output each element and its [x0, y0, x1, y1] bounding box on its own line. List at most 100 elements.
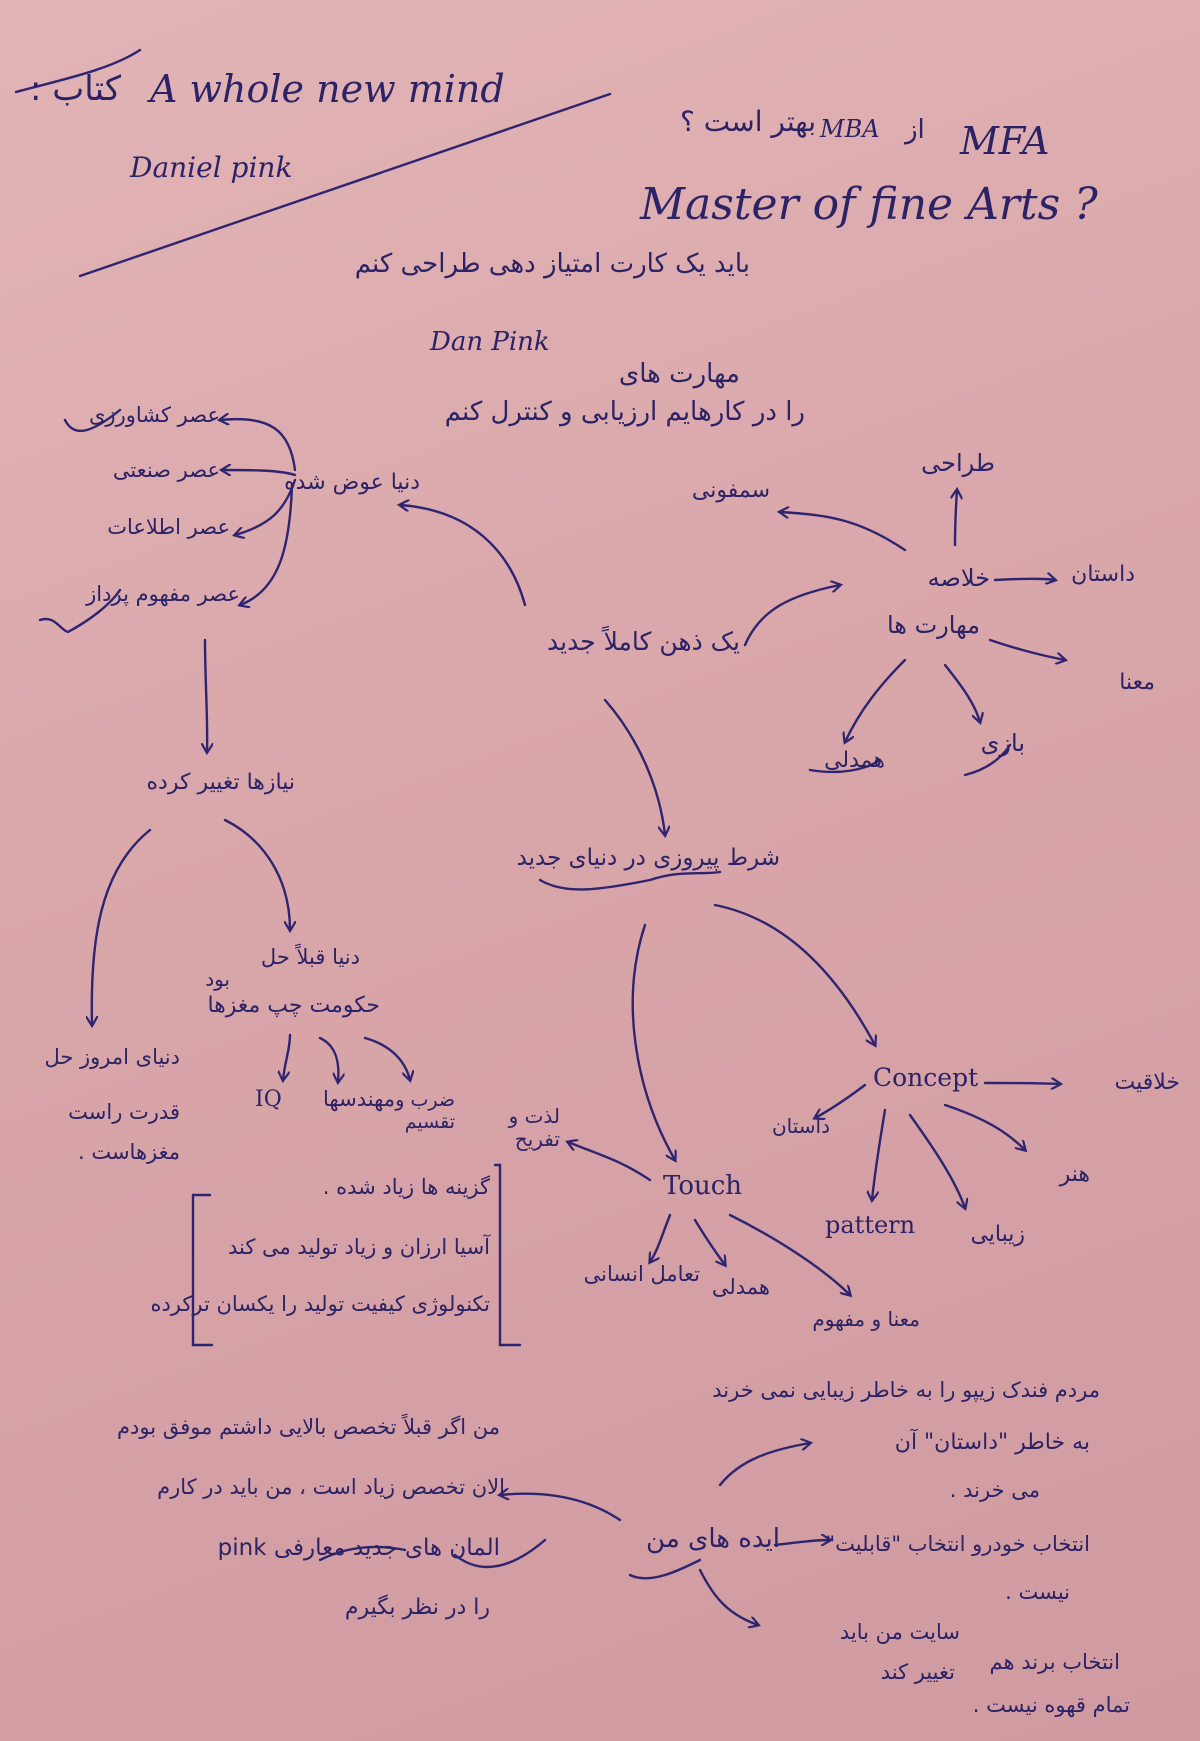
needs-changed: نیازها تغییر کرده — [146, 770, 295, 795]
book-author: Daniel pink — [130, 151, 293, 184]
mine-line2: الان تخصص زیاد است ، من باید در کارم — [157, 1475, 505, 1499]
zippo-line3: می خرند . — [949, 1478, 1040, 1502]
arrow-needs-to-today — [92, 828, 152, 1025]
skill-meaning: معنا — [1119, 670, 1155, 695]
bracket-left — [191, 1193, 214, 1347]
arrow-concept-to-pattern — [872, 1108, 887, 1200]
today-line2: قدرت راست — [68, 1100, 180, 1124]
bracket-right — [493, 1163, 522, 1347]
touch-fun: لذت و تفریح — [508, 1104, 560, 1151]
ideas-swoosh — [628, 1558, 702, 1580]
concept-beauty: زیبایی — [970, 1222, 1025, 1247]
era-checkmark — [38, 588, 122, 634]
arrow-past-to-math — [363, 1036, 410, 1080]
quality-line1: انتخاب خودرو انتخاب "قابلیت" — [825, 1532, 1090, 1556]
center-new-mind: یک ذهن کاملاً جدید — [546, 627, 740, 656]
intro-evaluate: را در کارهایم ارزیابی و کنترل کنم — [444, 397, 805, 427]
arrow-success-to-concept — [713, 903, 875, 1045]
touch-label: Touch — [663, 1171, 743, 1201]
coffee-line2: تمام قهوه نیست . — [972, 1693, 1130, 1717]
past-left-brain: حکومت چپ مغزها — [207, 993, 380, 1018]
skill-symphony: سمفونی — [691, 478, 770, 503]
skill-empathy: همدلی — [824, 748, 885, 773]
arrow-world-to-ind — [222, 470, 297, 477]
arrow-concept-to-beauty — [908, 1113, 965, 1208]
arrow-skills-to-empathy — [845, 658, 907, 742]
arrow-concept-to-story — [815, 1083, 867, 1118]
book-title: A whole new mind — [150, 67, 505, 111]
success-underline — [538, 870, 722, 891]
tool-engineers: مهندسها — [323, 1087, 395, 1111]
reason-technology: تکنولوژی کیفیت تولید را یکسان ترکرده — [150, 1292, 490, 1316]
touch-empathy: همدلی — [711, 1275, 770, 1299]
arrow-success-to-touch — [631, 923, 675, 1160]
arrow-world-to-agri — [220, 419, 297, 472]
title-squiggle — [14, 48, 142, 94]
website-line1: سایت من باید — [839, 1620, 960, 1644]
arrow-center-to-success — [603, 698, 665, 835]
arrow-needs-to-past — [223, 818, 290, 930]
question-master-fine-arts: Master of fine Arts ? — [640, 179, 1098, 230]
success-condition: شرط پیروزی در دنیای جدید — [516, 845, 780, 871]
era-industrial: عصر صنعتی — [112, 458, 220, 482]
arrow-center-to-skills — [743, 585, 840, 647]
world-changed: دنیا عوض شده — [284, 470, 420, 495]
coffee-line1: انتخاب برند هم — [989, 1650, 1120, 1674]
arrow-ideas-to-website — [698, 1568, 758, 1625]
intro-skills: مهارت های — [618, 359, 740, 389]
pink-swoosh-2 — [453, 1538, 547, 1569]
reason-options: گزینه ها زیاد شده . — [322, 1175, 490, 1199]
quality-line2: نیست . — [1005, 1580, 1070, 1604]
concept-art: هنر — [1059, 1162, 1090, 1187]
skills-summary: خلاصه — [927, 564, 990, 592]
skill-story: داستان — [1071, 562, 1135, 587]
tool-arithmetic: ضرب و تقسیم — [395, 1089, 455, 1133]
arrow-skills-to-design — [955, 490, 957, 547]
arrow-concept-to-creativity — [983, 1083, 1060, 1084]
mine-line4: را در نظر بگیرم — [344, 1595, 490, 1620]
arrow-skills-to-story — [993, 579, 1055, 580]
arrow-past-to-iq — [283, 1033, 292, 1080]
question-better: بهتر است ؟ — [680, 105, 816, 138]
skill-design: طراحی — [921, 449, 995, 477]
book-label: کتاب : — [30, 69, 122, 109]
arrow-touch-to-meaning — [728, 1213, 850, 1295]
game-swoosh — [963, 743, 1012, 777]
concept-story: داستان — [771, 1114, 830, 1138]
question-mfa: MFA — [960, 119, 1050, 163]
era-conceptual: عصر مفهوم پرداز — [86, 582, 240, 606]
intro-scorecard: باید یک کارت امتیاز دهی طراحی کنم — [354, 249, 750, 279]
era-agriculture: عصر کشاورزی — [89, 403, 220, 427]
empathy-swoosh — [808, 758, 882, 774]
arrow-world-to-needs — [205, 638, 207, 752]
era-information: عصر اطلاعات — [107, 515, 230, 539]
title-divider — [78, 92, 612, 278]
arrow-center-to-world — [400, 505, 527, 607]
today-line1: دنیای امروز حل — [44, 1045, 180, 1069]
ideas-label: ایده های من — [646, 1524, 780, 1554]
zippo-line1: مردم فندک زیپو را به خاطر زیبایی نمی خرن… — [712, 1378, 1100, 1402]
mine-line1: من اگر قبلاً تخصص بالایی داشتم موفق بودم — [117, 1415, 500, 1439]
touch-meaning: معنا و مفهوم — [812, 1307, 920, 1331]
arrow-ideas-to-quality — [773, 1540, 830, 1547]
intro-dan-pink: Dan Pink — [430, 327, 550, 357]
zippo-line2: به خاطر "داستان" آن — [894, 1430, 1090, 1455]
question-az: از — [905, 115, 925, 145]
past-was: بود — [205, 967, 230, 991]
arrow-concept-to-art — [943, 1103, 1025, 1150]
arrow-touch-to-interaction — [650, 1213, 672, 1262]
reason-asia: آسیا ارزان و زیاد تولید می کند — [227, 1235, 490, 1259]
skills-label: مهارت ها — [886, 611, 980, 639]
arrow-world-to-concept-era — [240, 483, 294, 605]
website-line2: تغییر کند — [880, 1660, 955, 1684]
question-mba: MBA — [820, 115, 880, 143]
arrow-skills-to-symphony — [780, 512, 907, 552]
arrow-ideas-to-zippo — [718, 1443, 810, 1487]
concept-creativity: خلاقیت — [1114, 1070, 1180, 1095]
mine-line3: المان های جدید معارفی pink — [217, 1535, 500, 1561]
arrow-past-to-eng — [318, 1036, 338, 1082]
era-swoosh — [63, 408, 122, 432]
arrow-skills-to-game — [943, 663, 980, 722]
tool-iq: IQ — [255, 1087, 282, 1112]
